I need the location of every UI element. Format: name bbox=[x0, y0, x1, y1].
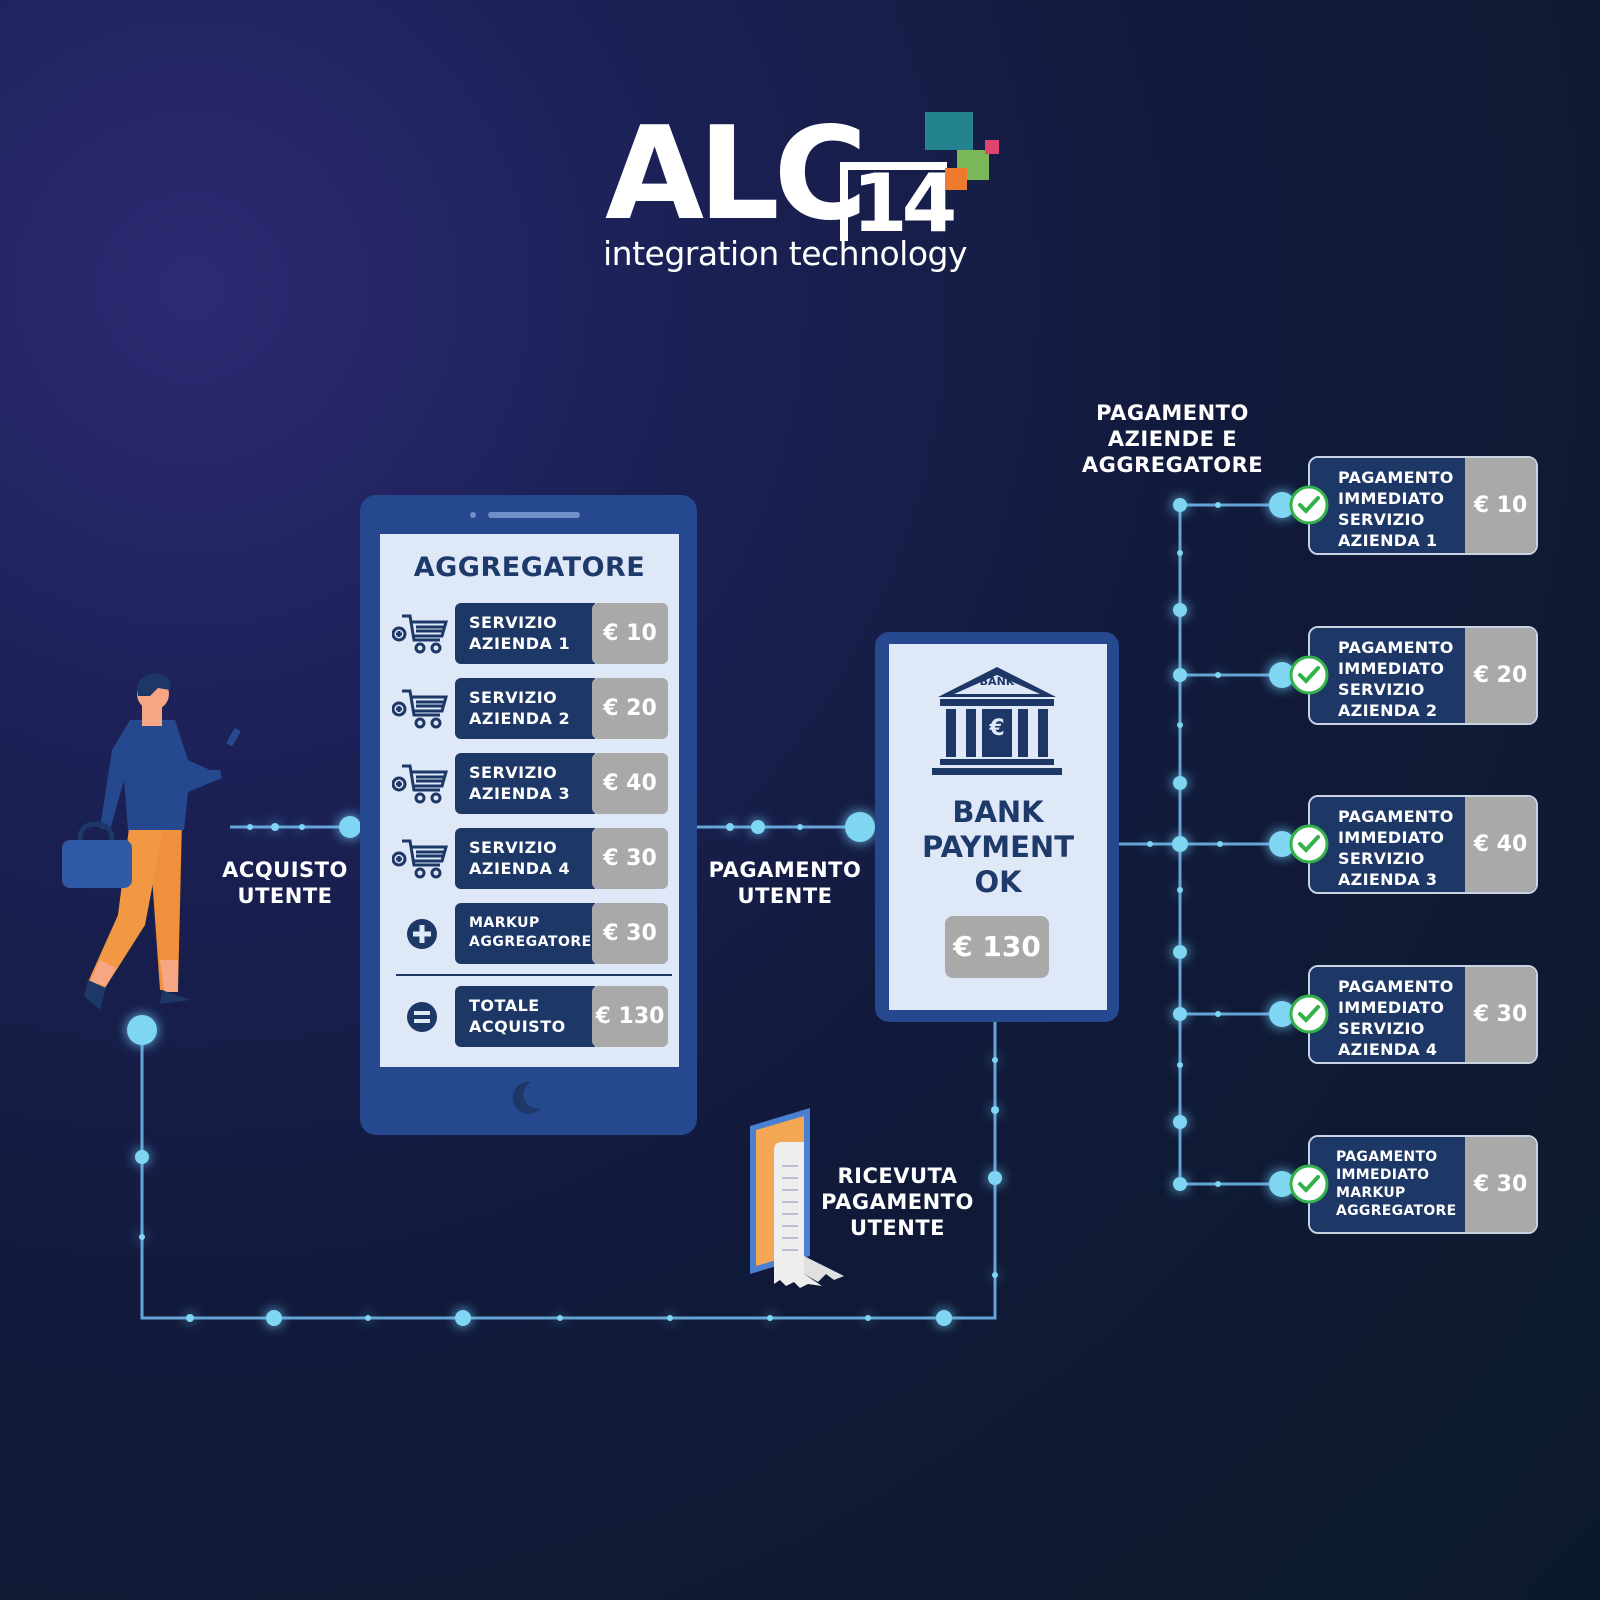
total-price: € 130 bbox=[592, 986, 668, 1047]
label-acquisto-utente: ACQUISTO UTENTE bbox=[222, 858, 348, 908]
cart-icon bbox=[392, 764, 448, 804]
cart-icon bbox=[392, 689, 448, 729]
label-pagamento-utente: PAGAMENTO UTENTE bbox=[708, 858, 862, 908]
bank-payment-title: BANK PAYMENT OK bbox=[922, 795, 1074, 899]
bank-amount: € 130 bbox=[945, 916, 1049, 978]
logo-square-pink bbox=[985, 140, 999, 154]
phone-home-icon bbox=[512, 1081, 541, 1114]
service-price: € 30 bbox=[592, 828, 668, 889]
plus-icon bbox=[407, 919, 437, 949]
user-figure bbox=[62, 673, 241, 1010]
check-icon bbox=[1289, 485, 1329, 525]
payment-price: € 30 bbox=[1465, 967, 1536, 1062]
service-price: € 10 bbox=[592, 603, 668, 664]
logo-square-teal bbox=[925, 112, 973, 150]
payment-price: € 20 bbox=[1465, 628, 1536, 723]
total-divider bbox=[396, 974, 672, 976]
brand-number: 14 bbox=[852, 157, 957, 250]
label-pagamento-aziende: PAGAMENTO AZIENDE E AGGREGATORE bbox=[1081, 401, 1264, 477]
markup-price: € 30 bbox=[592, 903, 668, 964]
brand-tagline: integration technology bbox=[603, 234, 968, 273]
logo-square-orange bbox=[945, 168, 967, 190]
payment-price: € 30 bbox=[1465, 1137, 1536, 1232]
check-icon bbox=[1289, 1164, 1329, 1204]
aggregator-title: AGGREGATORE bbox=[413, 552, 646, 583]
brand-number-frame: 14 bbox=[840, 162, 957, 244]
equals-icon bbox=[407, 1002, 437, 1032]
bank-sign: BANK bbox=[979, 675, 1015, 688]
service-price: € 20 bbox=[592, 678, 668, 739]
service-price: € 40 bbox=[592, 753, 668, 814]
euro-icon: € bbox=[989, 716, 1005, 741]
bank-building-icon bbox=[932, 667, 1062, 775]
receipt-icon bbox=[750, 1108, 844, 1288]
check-icon bbox=[1289, 655, 1329, 695]
brand-name: ALC bbox=[605, 100, 868, 249]
brand-logo: ALC 14 integration technology bbox=[603, 100, 1005, 273]
payment-price: € 40 bbox=[1465, 797, 1536, 892]
cart-icon bbox=[392, 614, 448, 654]
check-icon bbox=[1289, 824, 1329, 864]
phone-speaker bbox=[488, 512, 580, 518]
label-ricevuta: RICEVUTA PAGAMENTO UTENTE bbox=[821, 1164, 974, 1240]
payment-price: € 10 bbox=[1465, 458, 1536, 553]
check-icon bbox=[1289, 994, 1329, 1034]
phone-camera bbox=[470, 512, 476, 518]
cart-icon bbox=[392, 839, 448, 879]
